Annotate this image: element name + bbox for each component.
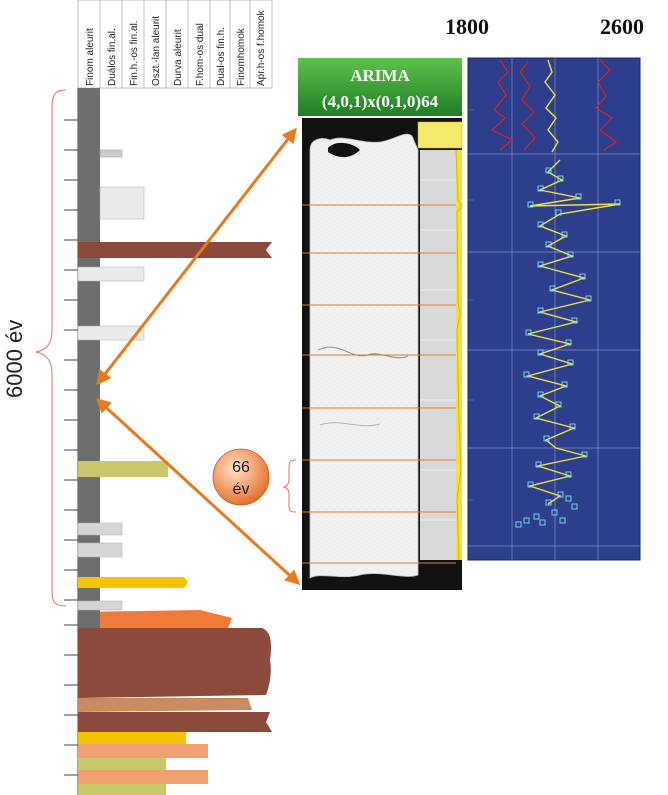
chart-axis-max: 2600 xyxy=(600,14,644,39)
column-header-grid: Finom aleurit Duálos fin.al. Fin.h.-os f… xyxy=(77,0,273,89)
column-header-8: Apr.h-os f.homok xyxy=(256,9,267,86)
time-series-chart: 1800 2600 xyxy=(445,14,644,561)
link-arrows xyxy=(95,127,301,586)
arima-title: ARIMA xyxy=(350,66,410,85)
bed-light-3 xyxy=(77,266,145,282)
bed-brown-upper xyxy=(78,242,272,258)
column-header-5: F.hom-os dual xyxy=(195,23,206,86)
chart-axis-min: 1800 xyxy=(445,14,489,39)
bed-brown-lower xyxy=(78,628,272,698)
lithology-column xyxy=(77,88,272,795)
column-header-4: Durva aleurit xyxy=(173,29,184,86)
column-header-3: Oszt.-lan aleurit xyxy=(151,16,162,86)
bed-orange xyxy=(78,610,232,628)
span-label: 6000 év xyxy=(2,320,27,398)
bed-brown-bottom xyxy=(78,712,272,732)
column-header-7: Finomhomok xyxy=(236,27,247,86)
column-header-0: Finom aleurit xyxy=(85,28,96,86)
bed-light-2 xyxy=(99,186,145,220)
column-header-1: Duálos fin.al. xyxy=(107,28,118,86)
sub-span-value: 66 xyxy=(232,459,250,476)
arima-header: ARIMA (4,0,1)x(0,1,0)64 xyxy=(298,58,462,116)
bed-light-7 xyxy=(77,600,123,611)
bed-yellow-bottom xyxy=(78,732,186,744)
bed-tan xyxy=(78,698,252,712)
bed-salmon-2 xyxy=(78,770,208,784)
bed-olive-last xyxy=(78,784,166,795)
bed-yellow-1 xyxy=(78,577,188,588)
bed-olive-bottom xyxy=(78,758,166,770)
core-gray-bar xyxy=(78,88,100,628)
bed-salmon-1 xyxy=(78,744,208,758)
bed-light-1 xyxy=(99,149,123,158)
sub-span-unit: év xyxy=(233,481,250,498)
column-header-6: Dual-os fin.h. xyxy=(216,27,227,86)
column-header-2: Fin.h.-os fin.al. xyxy=(129,20,140,86)
bed-light-5 xyxy=(77,522,123,536)
core-photo xyxy=(302,118,463,590)
span-brace xyxy=(35,89,67,607)
bed-olive-1 xyxy=(78,461,168,477)
bed-light-6 xyxy=(77,542,123,558)
sub-span-marker: 66 év xyxy=(212,448,297,513)
arima-model: (4,0,1)x(0,1,0)64 xyxy=(322,92,439,111)
depth-scale xyxy=(64,88,79,795)
